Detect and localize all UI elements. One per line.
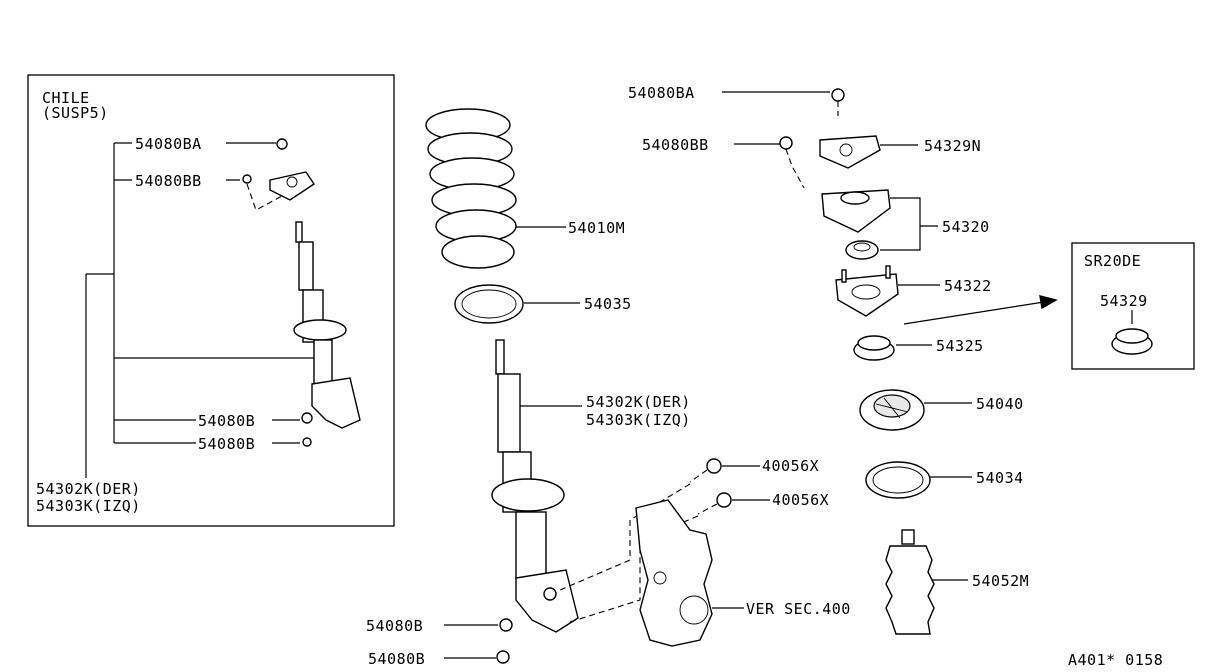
bound-bumper-drawing [885,529,935,635]
plate-drawing [819,135,881,169]
strut-drawing [491,339,579,633]
label-54010m: 54010M [568,219,625,237]
inset-label-strut-izq: 54303K(IZQ) [36,497,141,515]
diagram-code: A401* 0158 [1068,651,1163,669]
inset-sr20de-frame [1071,242,1195,370]
inset-chile-frame [27,74,395,527]
label-54080b-lower: 54080B [368,650,425,668]
inset-label-54080ba: 54080BA [135,135,202,153]
inset-strut-drawing [242,138,361,447]
knuckle-drawing [635,499,713,647]
label-54034: 54034 [976,469,1024,487]
inset-leader-ticks [226,142,300,444]
leader-54320 [880,197,938,251]
label-ver-sec-400: VER SEC.400 [746,600,851,618]
inset-label-54080bb: 54080BB [135,172,202,190]
mount-nuts-drawing [779,88,845,189]
inset-sr20de-label-54329: 54329 [1100,292,1148,310]
inset-label-strut-der: 54302K(DER) [36,480,141,498]
label-54040: 54040 [976,395,1024,413]
label-54303k-izq: 54303K(IZQ) [586,411,691,429]
mount-assy-drawing [821,189,891,260]
inset-label-54080b-upper: 54080B [198,412,255,430]
label-54080bb: 54080BB [642,136,709,154]
label-54320: 54320 [942,218,990,236]
inset-chile-subtitle: (SUSP5) [42,104,109,122]
arrow-line [903,301,1045,325]
bearing-drawing [853,335,895,361]
inset-chile-title: CHILE [42,89,90,107]
label-54080b-upper: 54080B [366,617,423,635]
label-54302k-der: 54302K(DER) [586,393,691,411]
inset-sr20de: SR20DE 54329 [1071,242,1195,370]
rubber-seat-drawing [865,461,931,499]
label-54080ba: 54080BA [628,84,695,102]
mount-drawing [835,265,899,317]
spring-drawing [425,108,517,269]
seat-drawing [859,389,925,431]
inset-sr20de-title: SR20DE [1084,252,1141,270]
inset-chile: CHILE (SUSP5) 54080BA 54080BB 54080B 540… [27,74,395,527]
label-40056x-lower: 40056X [772,491,829,509]
label-54052m: 54052M [972,572,1029,590]
label-54329n: 54329N [924,137,981,155]
label-40056x-upper: 40056X [762,457,819,475]
label-54325: 54325 [936,337,984,355]
label-54035: 54035 [584,295,632,313]
spring-seat-drawing [454,284,524,324]
inset-label-54080b-lower: 54080B [198,435,255,453]
label-54322: 54322 [944,277,992,295]
arrow-head-icon [1039,295,1058,310]
inset-leader-lines [85,142,318,478]
